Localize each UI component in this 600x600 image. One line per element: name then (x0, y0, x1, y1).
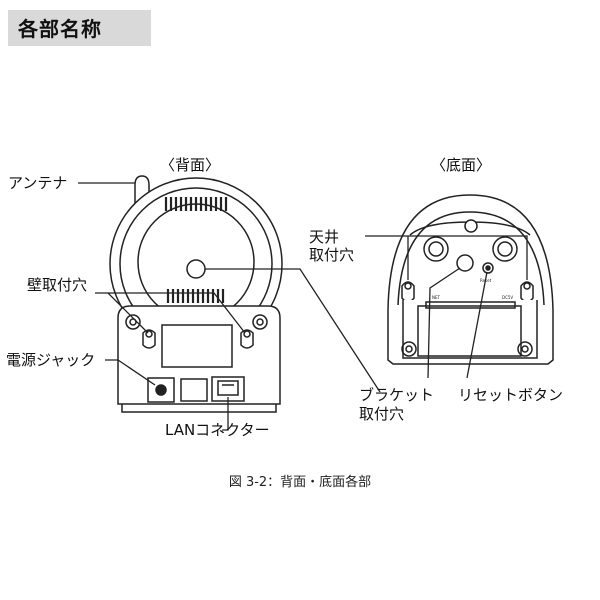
power-jack-leader (105, 359, 156, 386)
back-center-port (180, 378, 208, 402)
section-title: 各部名称 (18, 17, 102, 41)
wall-mount-hole-label: 壁取付穴 (27, 276, 88, 294)
leader-lines (78, 182, 528, 431)
back-label-panel (161, 324, 233, 368)
bracket-hole-label-line2: 取付穴 (359, 405, 405, 423)
ceiling-hole-label-line2: 取付穴 (309, 246, 355, 264)
ceiling-hole-right (520, 281, 534, 303)
wall-hole-left (142, 329, 156, 349)
back-right-screw (252, 314, 268, 330)
bottom-view-illustration (387, 194, 554, 365)
bottom-screw-left (423, 236, 449, 262)
device-net-mark: NET (432, 295, 441, 300)
bottom-base-plate (402, 300, 538, 359)
bracket-leader-bottom (427, 267, 461, 379)
reset-leader (466, 271, 488, 379)
bottom-view-title: 〈底面〉 (431, 156, 492, 174)
back-view-title: 〈背面〉 (160, 156, 221, 174)
back-left-screw (125, 314, 141, 330)
power-jack-label: 電源ジャック (6, 351, 96, 369)
lan-connector-label: LANコネクター (165, 421, 270, 439)
bracket-hole-label-line1: ブラケット (359, 386, 435, 404)
back-view-illustration (109, 175, 283, 413)
ceiling-hole-label-line1: 天井 (309, 228, 340, 246)
bracket-leader-back (205, 268, 381, 393)
back-bracket-hole (186, 259, 206, 279)
lan-leader (222, 397, 229, 431)
bottom-port-recess (417, 305, 522, 357)
reset-button-label: リセットボタン (458, 386, 564, 404)
wall-hole-leader (95, 292, 246, 334)
back-base-body (117, 305, 281, 405)
top-vents (164, 197, 228, 211)
ceiling-hole-leader (365, 235, 528, 280)
device-dc-mark: DC5V (502, 295, 513, 300)
bottom-screw-right (492, 236, 518, 262)
antenna-label: アンテナ (8, 174, 68, 192)
bottom-bracket-hole (456, 254, 474, 272)
ceiling-hole-left (401, 281, 415, 303)
power-jack (147, 377, 175, 403)
top-small-hole (464, 219, 478, 233)
bottom-vents (166, 289, 225, 303)
wall-hole-right (240, 329, 254, 349)
section-header-bar (8, 10, 151, 46)
figure-caption: 図 3-2：背面・底面各部 (228, 475, 372, 490)
